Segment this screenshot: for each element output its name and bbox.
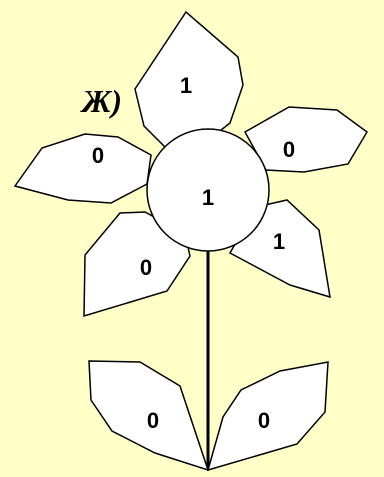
petal-left-upper: [15, 134, 151, 203]
leaf-right-value: 0: [258, 408, 270, 433]
center-value: 1: [202, 185, 214, 210]
petal-left-upper-value: 0: [92, 143, 104, 168]
petal-right-upper-value: 0: [283, 137, 295, 162]
petal-right-upper: [245, 107, 367, 172]
petal-top-value: 1: [180, 73, 192, 98]
leaf-left-value: 0: [147, 408, 159, 433]
figure-label: Ж): [80, 83, 122, 119]
petal-right-lower-value: 1: [273, 229, 285, 254]
petal-left-lower-value: 0: [140, 255, 152, 280]
